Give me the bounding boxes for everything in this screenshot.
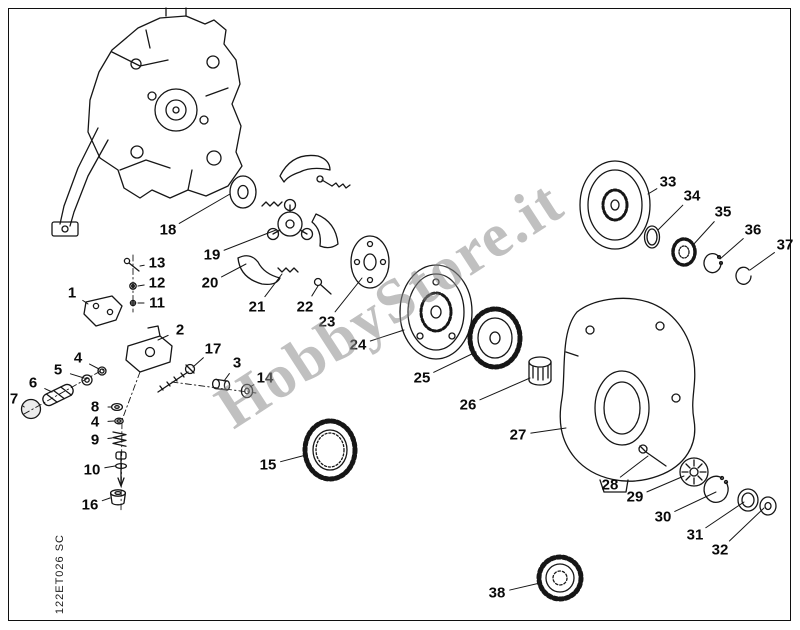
leader-line-18	[178, 193, 231, 224]
leader-line-4	[89, 363, 100, 370]
leader-line-28	[619, 455, 649, 478]
leader-line-14	[249, 384, 255, 388]
part-label-4: 4	[73, 349, 83, 367]
part-label-30: 30	[654, 508, 672, 526]
part-label-28: 28	[601, 476, 619, 494]
leader-line-34	[657, 204, 684, 231]
part-label-12: 12	[148, 274, 166, 292]
part-label-2: 2	[175, 321, 185, 339]
leader-line-16	[101, 497, 111, 502]
leader-line-12	[137, 284, 145, 287]
part-label-6: 6	[28, 374, 38, 392]
part-label-33: 33	[659, 173, 677, 191]
leader-line-2	[157, 334, 169, 341]
part-label-21: 21	[248, 298, 266, 316]
part-label-11: 11	[149, 294, 165, 312]
leader-line-17	[192, 357, 204, 368]
screw-28	[638, 444, 667, 467]
sprocket-38	[536, 554, 584, 602]
leader-line-37	[749, 252, 775, 271]
part-label-20: 20	[201, 274, 219, 292]
ring-gear-15	[302, 418, 358, 482]
leader-line-3	[223, 373, 230, 382]
leader-line-30	[674, 491, 717, 512]
part-label-10: 10	[83, 461, 101, 479]
part-label-13: 13	[148, 254, 166, 272]
part-label-26: 26	[459, 396, 477, 414]
leader-line-27	[530, 427, 567, 434]
leader-line-25	[433, 351, 477, 373]
part-label-23: 23	[318, 313, 336, 331]
leader-line-19	[223, 229, 277, 251]
leader-line-20	[220, 263, 247, 278]
leader-line-24	[369, 329, 405, 342]
part-label-36: 36	[744, 221, 762, 239]
leader-line-5	[69, 373, 85, 379]
leader-line-21	[264, 273, 283, 298]
leader-line-32	[728, 507, 765, 542]
part-label-15: 15	[259, 456, 277, 474]
document-code: 122ET026 SC	[54, 533, 66, 614]
part-label-16: 16	[81, 496, 99, 514]
leader-lines	[22, 188, 775, 591]
snap-ring-37	[735, 266, 752, 285]
part-label-38: 38	[488, 584, 506, 602]
rim-sprocket-35	[671, 237, 697, 267]
clutch-drum-33	[579, 160, 651, 250]
part-label-4: 4	[90, 413, 100, 431]
part-label-9: 9	[90, 431, 100, 449]
leader-line-15	[280, 454, 307, 463]
clutch-assembly	[237, 154, 351, 295]
leader-line-13	[139, 264, 145, 267]
clutch-drum-24	[399, 264, 473, 360]
leader-line-7	[22, 405, 25, 408]
leader-line-23	[334, 277, 363, 313]
leader-line-36	[719, 238, 744, 260]
part-label-35: 35	[714, 203, 732, 221]
part-label-27: 27	[509, 426, 527, 444]
part-label-29: 29	[626, 488, 644, 506]
leader-line-29	[646, 475, 685, 493]
washer-32	[759, 496, 777, 516]
part-label-1: 1	[67, 284, 77, 302]
leader-line-10	[104, 465, 116, 469]
e-clip-36	[703, 252, 724, 274]
leader-line-22	[311, 285, 319, 297]
leader-line-26	[479, 377, 531, 401]
leader-line-31	[705, 501, 745, 529]
washer-18	[229, 175, 257, 209]
washer-plate-23	[350, 235, 390, 289]
leader-line-35	[692, 221, 715, 246]
part-label-24: 24	[349, 336, 367, 354]
part-label-5: 5	[53, 361, 63, 379]
part-label-3: 3	[232, 354, 242, 372]
part-label-7: 7	[9, 390, 19, 408]
part-label-19: 19	[203, 246, 221, 264]
part-label-8: 8	[90, 398, 100, 416]
sprocket-cover-27	[559, 297, 696, 493]
leader-line-1	[82, 299, 89, 305]
needle-bearing-26	[528, 356, 552, 386]
ring-31	[737, 488, 759, 512]
part-label-25: 25	[413, 369, 431, 387]
ring-34	[643, 225, 661, 249]
crankcase-drawing	[51, 7, 243, 237]
ring-gear-25	[467, 306, 523, 370]
part-label-14: 14	[256, 369, 274, 387]
part-label-18: 18	[159, 221, 177, 239]
part-label-17: 17	[204, 340, 222, 358]
part-label-32: 32	[711, 541, 729, 559]
leader-line-6	[44, 388, 53, 393]
part-label-34: 34	[683, 187, 701, 205]
leader-line-38	[509, 582, 541, 591]
oil-pump-assembly	[20, 254, 257, 511]
circlip-30	[703, 475, 729, 503]
star-washer-29	[679, 457, 709, 487]
part-label-37: 37	[776, 236, 794, 254]
part-label-31: 31	[686, 526, 704, 544]
leader-line-33	[647, 188, 658, 195]
part-label-22: 22	[296, 298, 314, 316]
